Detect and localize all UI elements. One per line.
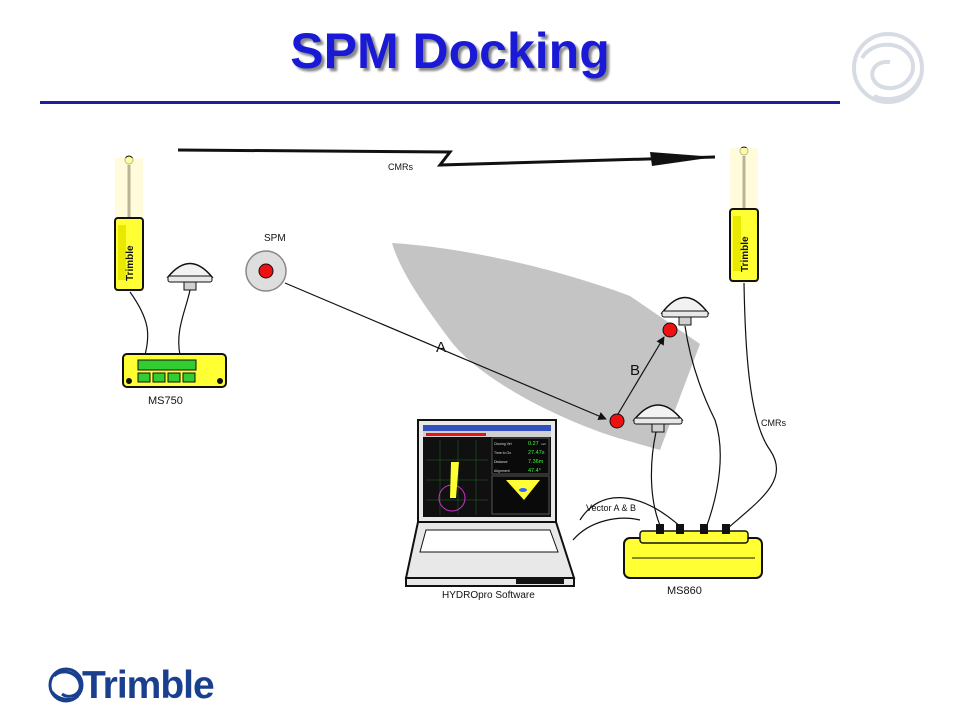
trimble-logo-text: Trimble xyxy=(82,664,215,707)
right-radio-unit: Trimble xyxy=(729,148,759,283)
vector-ab-label: Vector A & B xyxy=(586,503,636,513)
screen-row2-label: Time to Go xyxy=(494,451,511,455)
spm-label: SPM xyxy=(264,233,286,244)
antenna-b-marker xyxy=(662,322,678,338)
spm-marker xyxy=(258,263,274,279)
right-radio-brand-label: Trimble xyxy=(740,236,751,272)
laptop-cable xyxy=(572,517,641,541)
screen-row1-unit: m/s xyxy=(541,442,546,446)
screen-row4-label: Alignment xyxy=(494,469,510,473)
vector-a-label: A xyxy=(436,339,446,356)
vector-ab-cable xyxy=(579,497,683,529)
antenna-a-marker xyxy=(609,413,625,429)
left-radio-unit: Trimble xyxy=(114,158,144,292)
screen-row4-value: 47.4° xyxy=(528,468,541,474)
screen-row3-value: 7.36m xyxy=(528,459,544,465)
screen-row2-value: 27.47s xyxy=(528,450,545,456)
left-gps-antenna-icon xyxy=(166,262,214,291)
laptop: Closing Vel 0.27 m/s Time to Go 27.47s D… xyxy=(404,419,576,587)
vector-b-label: B xyxy=(630,362,640,379)
antenna-a-cable xyxy=(650,431,663,531)
vessel-gps-antenna-b-icon xyxy=(660,296,710,326)
software-label: HYDROpro Software xyxy=(442,590,535,601)
left-radio-brand-label: Trimble xyxy=(125,245,136,281)
screen-row3-label: Distance xyxy=(494,460,508,464)
rose-watermark-icon xyxy=(852,32,924,104)
trimble-globe-icon xyxy=(48,667,84,703)
title-rule xyxy=(40,101,840,104)
left-cable-antenna xyxy=(178,289,191,356)
ms860-label: MS860 xyxy=(667,585,702,597)
cmrs-top-label: CMRs xyxy=(388,162,413,172)
ms750-label: MS750 xyxy=(148,395,183,407)
left-cable-radio xyxy=(129,291,149,356)
cmr-radio-link xyxy=(177,148,716,167)
right-cable-radio xyxy=(727,282,777,529)
vessel-gps-antenna-a-icon xyxy=(632,404,684,433)
antenna-b-cable xyxy=(684,325,721,529)
vessel-hull xyxy=(392,243,700,450)
screen-row1-value: 0.27 xyxy=(528,441,539,447)
vector-a-arrow xyxy=(284,282,607,420)
ms750-receiver xyxy=(122,353,227,388)
screen-row1-label: Closing Vel xyxy=(494,442,512,446)
slide-title: SPM Docking xyxy=(290,23,610,79)
ms860-receiver xyxy=(623,524,763,579)
vector-b-arrow xyxy=(617,336,665,415)
cmrs-right-label: CMRs xyxy=(761,418,786,428)
